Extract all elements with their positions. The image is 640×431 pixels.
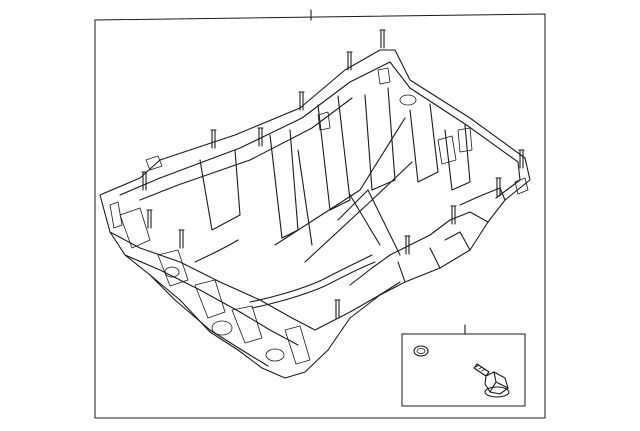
inset-frame (401, 324, 526, 407)
drain-bolt-icon[interactable] (473, 363, 510, 398)
oil-pan-assembly-icon[interactable] (99, 29, 531, 379)
oring-icon[interactable] (413, 345, 429, 357)
